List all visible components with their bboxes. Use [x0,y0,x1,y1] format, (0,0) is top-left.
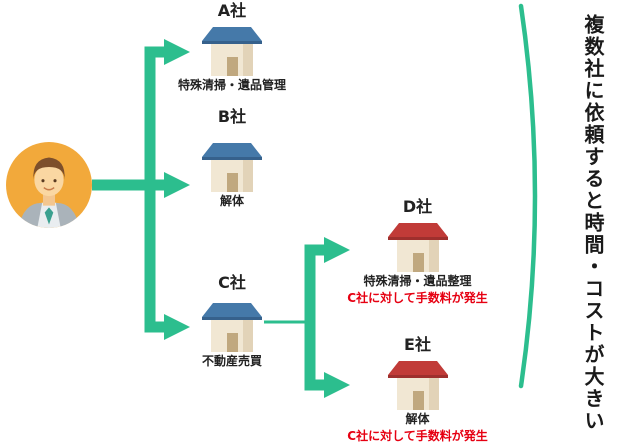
company-b-title: B社 [217,107,247,126]
company-d-block: D社 特殊清掃・遺品整理 C社に対して手数料が発生 [330,198,505,307]
brace-curve-icon [518,3,538,389]
person-icon [6,142,92,228]
company-d-fee-note: C社に対して手数料が発生 [347,291,488,306]
company-e-service: 解体 [405,411,430,426]
company-a-service: 特殊清掃・遺品管理 [177,77,286,92]
house-icon [387,222,448,272]
company-e-block: E社 解体 C社に対して手数料が発生 [330,336,505,444]
company-d-title: D社 [402,197,433,216]
house-icon [387,360,448,410]
company-e-title: E社 [404,335,431,354]
house-icon [202,142,262,192]
company-a-title: A社 [217,1,247,20]
company-e-fee-note: C社に対して手数料が発生 [347,429,488,444]
company-b-service: 解体 [219,193,244,208]
company-c-title: C社 [218,273,246,292]
company-d-service: 特殊清掃・遺品整理 [363,273,472,288]
company-b-block: B社 解体 [157,108,307,209]
side-note-vertical-text: 複数社に依頼すると時間・コストが大きい [581,14,605,432]
company-c-service: 不動産売買 [201,353,262,368]
house-icon [202,302,262,352]
company-a-block: A社 特殊清掃・遺品管理 [157,2,307,93]
house-icon [202,26,262,76]
company-c-block: C社 不動産売買 [157,274,307,369]
